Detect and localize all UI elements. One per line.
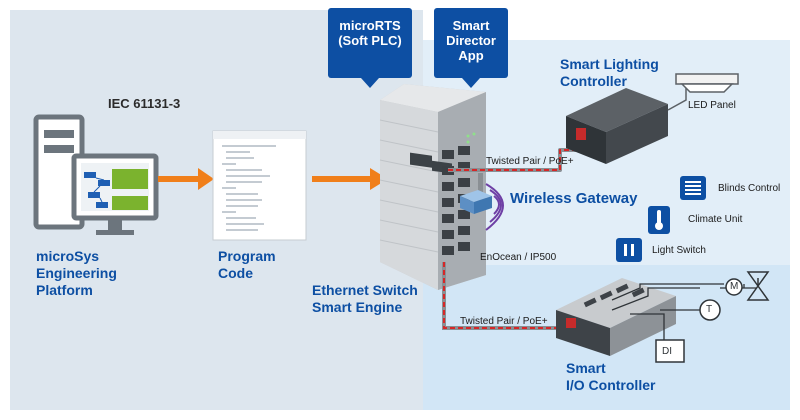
enocean-label: EnOcean / IP500 — [480, 252, 557, 263]
led-panel-icon — [675, 73, 739, 93]
flow-arrow-1 — [158, 168, 214, 190]
cable-to-io — [442, 262, 556, 330]
smart-io-label: Smart I/O Controller — [566, 360, 656, 393]
smart-lighting-label: Smart Lighting Controller — [560, 56, 659, 89]
cable-to-lighting — [448, 148, 578, 172]
digital-input-label: DI — [662, 346, 672, 357]
ethernet-switch-label: Ethernet Switch Smart Engine — [312, 282, 418, 315]
monitor-icon — [71, 153, 159, 235]
wireless-gateway-label: Wireless Gateway — [510, 190, 638, 207]
temperature-symbol-label: T — [706, 304, 713, 315]
ethernet-switch-device — [379, 84, 486, 290]
blinds-control-label: Blinds Control — [718, 183, 781, 194]
light-switch-label: Light Switch — [652, 245, 706, 256]
engineering-platform-label: microSys Engineering Platform — [36, 248, 117, 298]
flow-arrow-2 — [312, 168, 388, 190]
light-switch-icon — [616, 238, 642, 262]
program-code-document — [212, 130, 307, 241]
climate-unit-label: Climate Unit — [688, 214, 743, 225]
io-controller-device — [556, 278, 756, 356]
thermometer-icon — [648, 206, 670, 234]
smart-director-callout: Smart Director App — [434, 8, 508, 88]
motor-symbol-icon — [725, 278, 743, 296]
blinds-icon — [680, 176, 706, 200]
iec-standard-label: IEC 61131-3 — [108, 96, 181, 111]
program-code-label: Program Code — [218, 248, 276, 281]
twisted-pair-top-label: Twisted Pair / PoE+ — [486, 156, 574, 167]
lighting-controller-device — [566, 88, 687, 164]
digital-input-icon — [655, 339, 685, 363]
micro-rts-callout: microRTS (Soft PLC) — [328, 8, 412, 88]
twisted-pair-bottom-label: Twisted Pair / PoE+ — [460, 316, 548, 327]
motor-symbol-label: M — [730, 281, 739, 292]
led-panel-label: LED Panel — [688, 100, 736, 111]
valve-symbol-icon — [746, 271, 770, 301]
wireless-gateway-device — [460, 173, 504, 231]
